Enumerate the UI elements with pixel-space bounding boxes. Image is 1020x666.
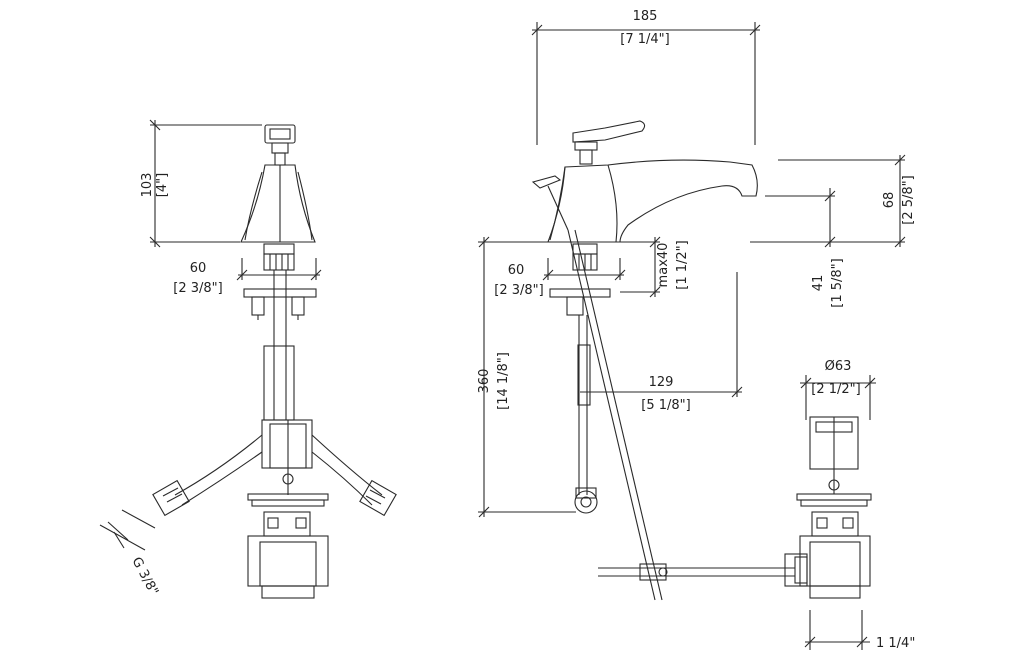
side-length-mm-label: 185 [633,9,658,24]
side-length-inch-label: [7 1/4"] [620,32,669,47]
reach-inch-label: [5 1/8"] [641,398,690,413]
spout-clearance-inch-label: [1 5/8"] [830,258,845,307]
drain-diameter-mm-label: Ø63 [825,359,852,374]
deck-thickness-inch-label: [1 1/2"] [675,240,690,289]
front-height-mm-label: 103 [140,173,155,198]
spout-height-mm-label: 68 [882,192,897,209]
base-width-inch-label: [2 3/8"] [494,283,543,298]
front-view-faucet [152,124,397,599]
front-width-mm-label: 60 [190,261,207,276]
reach-mm-label: 129 [649,375,674,390]
total-depth-inch-label: [14 1/8"] [496,352,511,410]
front-dimension-lines [99,119,322,551]
thread-size-label: G 3/8" [128,555,161,598]
drain-view [796,416,872,599]
total-depth-mm-label: 360 [477,369,492,394]
side-dimension-lines [478,22,906,518]
side-view-faucet [531,120,808,601]
base-width-mm-label: 60 [508,263,525,278]
drain-outlet-label: 1 1/4" [876,636,915,651]
front-height-inch-label: [4"] [155,173,170,197]
spout-clearance-mm-label: 41 [811,275,826,292]
spout-height-inch-label: [2 5/8"] [901,175,916,224]
deck-thickness-mm-label: max40 [656,243,671,288]
front-width-inch-label: [2 3/8"] [173,281,222,296]
drain-dimension-lines [800,375,876,650]
drain-diameter-inch-label: [2 1/2"] [811,382,860,397]
